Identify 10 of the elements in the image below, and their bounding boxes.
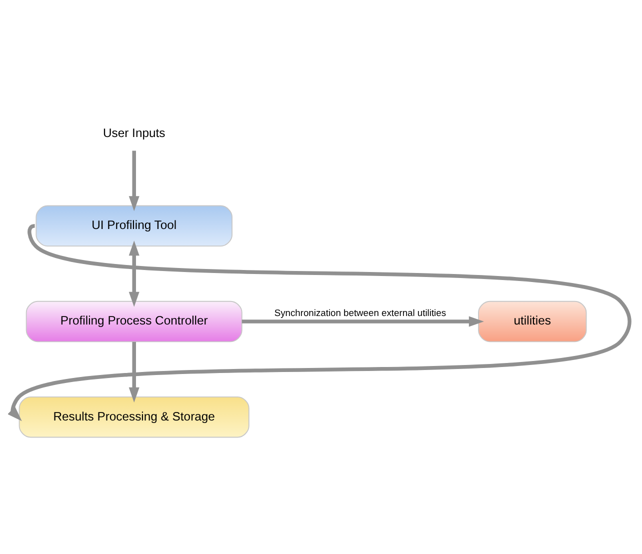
arrow — [242, 316, 484, 327]
node-text: User Inputs — [102, 126, 166, 140]
node-box: utilities — [478, 300, 587, 342]
arrow — [128, 150, 140, 212]
arrow — [128, 342, 140, 402]
arrow — [128, 240, 140, 307]
node-box: Profiling Process Controller — [26, 300, 242, 342]
edge-label: Synchronization between external utilities — [274, 308, 446, 318]
node-box: Results Processing & Storage — [18, 396, 250, 438]
node-box: UI Profiling Tool — [36, 205, 232, 247]
